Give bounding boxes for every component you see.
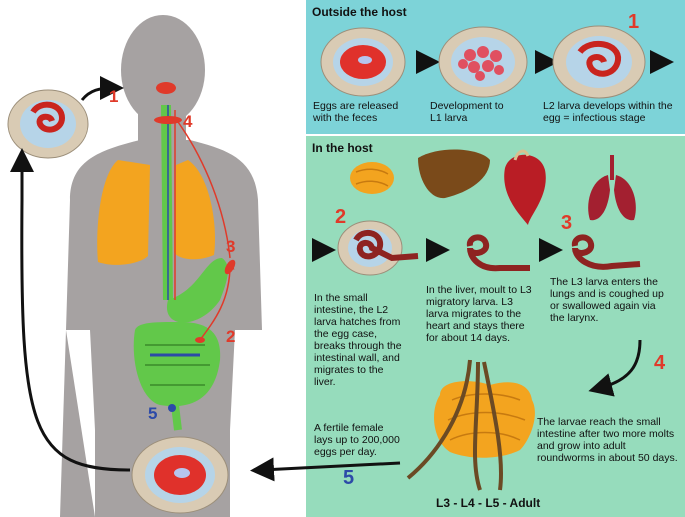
marker-3-body: 3 xyxy=(226,237,236,256)
marker-4-panel: 4 xyxy=(654,352,666,374)
lungs-illustration xyxy=(97,160,215,265)
heart-icon xyxy=(504,149,546,225)
marker-2-panel: 2 xyxy=(335,206,347,228)
lungs-icon xyxy=(588,155,636,221)
step-adult: The larvae reach the small intestine aft… xyxy=(537,416,678,464)
marker-3-panel: 3 xyxy=(561,212,573,234)
migratory-larva xyxy=(466,234,530,272)
step-eggs-released: Eggs are released with the feces xyxy=(313,100,399,124)
step-l2-infectious: L2 larva develops within the egg = infec… xyxy=(543,100,673,124)
step-female-eggs: A fertile female lays up to 200,000 eggs… xyxy=(314,422,400,458)
egg-feces xyxy=(320,27,406,97)
outside-host-title: Outside the host xyxy=(312,5,407,19)
marker-2-body: 2 xyxy=(226,327,236,346)
egg-released-bottom xyxy=(131,436,229,514)
step-liver: In the liver, moult to L3 migratory larv… xyxy=(426,284,532,344)
egg-l2-infectious xyxy=(552,25,646,99)
marker-1-body: 1 xyxy=(109,87,119,106)
egg-to-mouth-arrow xyxy=(80,76,124,101)
adult-to-feces-arrow xyxy=(250,457,401,482)
feces-to-egg-arrow xyxy=(10,148,131,472)
infectious-egg-top xyxy=(7,89,89,159)
digestive-tract xyxy=(133,82,236,431)
liver-icon xyxy=(418,149,490,199)
intestine-icon xyxy=(350,162,394,194)
adult-intestine xyxy=(406,359,535,491)
marker-5-panel: 5 xyxy=(343,467,355,489)
l3-larva-lungs xyxy=(571,234,641,270)
hatching-egg xyxy=(337,220,419,276)
marker-5-body: 5 xyxy=(148,404,158,423)
step-small-intestine: In the small intestine, the L2 larva hat… xyxy=(314,292,402,388)
egg-l1-development xyxy=(438,26,528,98)
in-host-title: In the host xyxy=(312,141,373,155)
marker-1-panel: 1 xyxy=(628,11,640,33)
step-l1-development: Development to L1 larva xyxy=(430,100,504,124)
stage-sequence: L3 - L4 - L5 - Adult xyxy=(436,496,541,510)
host-arrow-4 xyxy=(588,339,642,397)
marker-4-body: 4 xyxy=(183,112,193,131)
step-lungs: The L3 larva enters the lungs and is cou… xyxy=(550,276,664,324)
